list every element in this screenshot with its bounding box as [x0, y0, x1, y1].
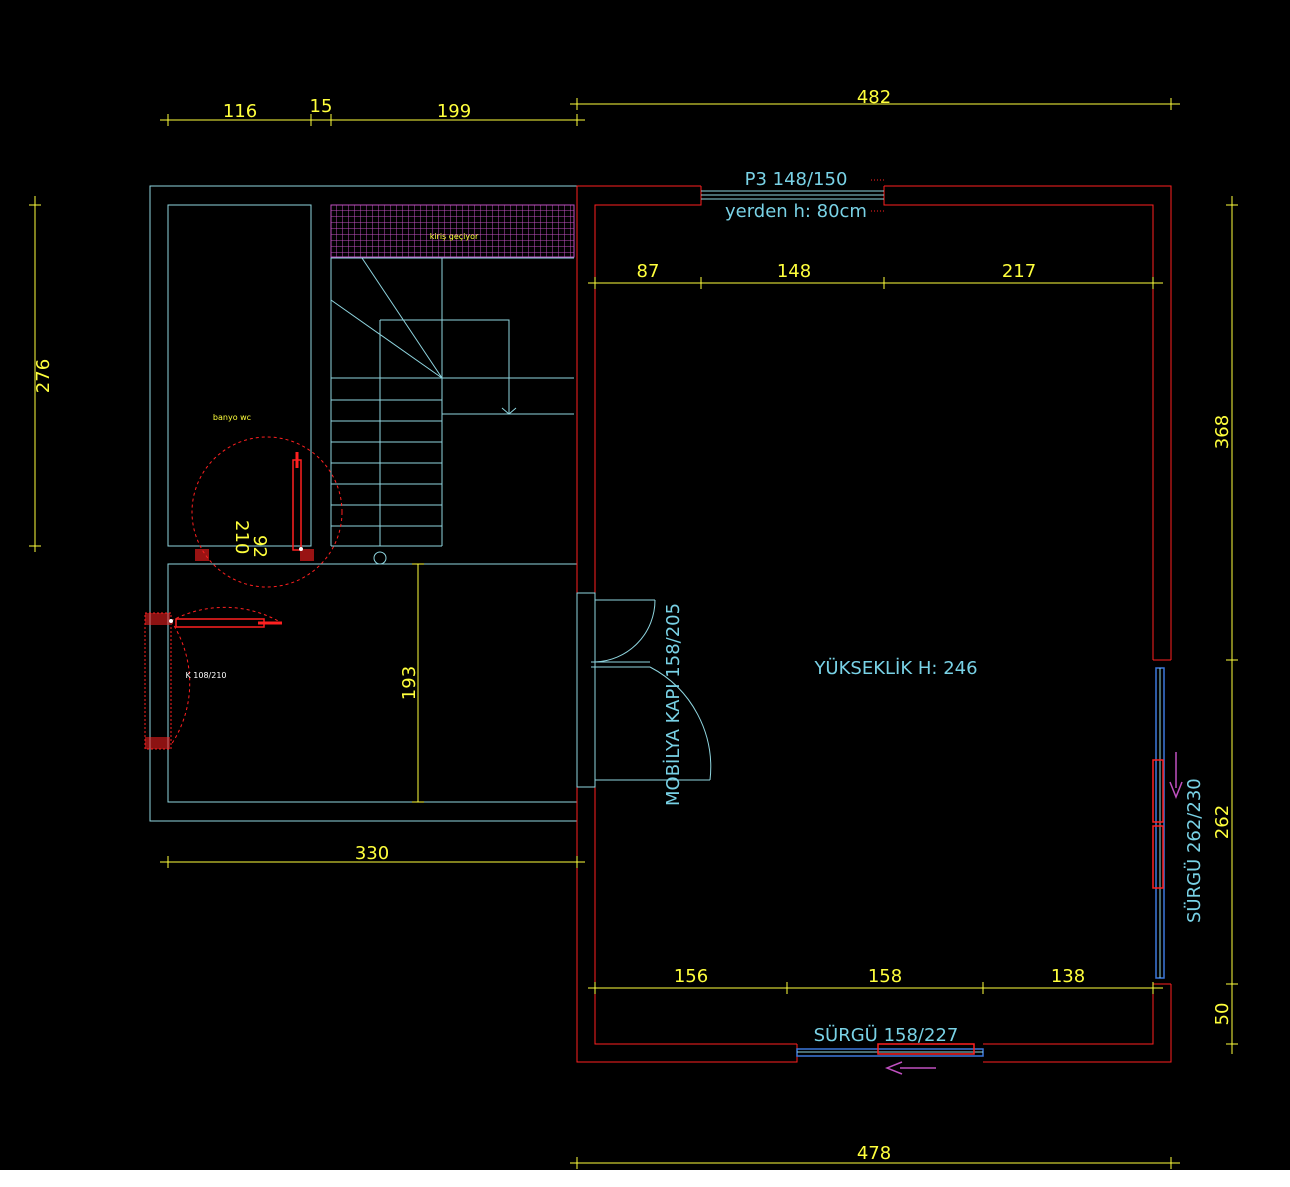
window-p3-label: P3 148/150	[745, 169, 848, 190]
left-block-walls	[149, 185, 578, 822]
window-p3	[701, 179, 884, 212]
beam-hatch	[330, 204, 575, 258]
dim-hall-193: 193	[399, 666, 420, 700]
dim-bottom-330: 330	[355, 843, 389, 864]
slider-bottom	[796, 1043, 984, 1075]
dim-right-368: 368	[1212, 415, 1233, 449]
dim-inner-top-148: 148	[777, 261, 811, 282]
dim-top-116: 116	[223, 101, 257, 122]
entry-door	[144, 606, 282, 750]
bathroom-label: banyo wc	[213, 413, 251, 422]
slider-bottom-label: SÜRGÜ 158/227	[814, 1024, 959, 1046]
dimension-lines	[29, 98, 1238, 1169]
slider-right	[1152, 667, 1183, 979]
bathroom-door	[191, 436, 343, 588]
dim-top-199: 199	[437, 101, 471, 122]
entry-door-label: K 108/210	[185, 671, 226, 680]
bath-door-dim-92: 92	[249, 535, 270, 558]
beam-label: kiriş geçiyor	[430, 232, 479, 241]
dim-right-262: 262	[1212, 805, 1233, 839]
dim-inner-bottom-138: 138	[1051, 966, 1085, 987]
bottom-strip	[0, 1170, 1290, 1187]
stair	[330, 257, 574, 565]
dim-left-276: 276	[33, 359, 54, 393]
window-sill-label: yerden h: 80cm	[725, 201, 867, 222]
dim-inner-bottom-156: 156	[674, 966, 708, 987]
dim-top-482: 482	[857, 87, 891, 108]
bath-door-dim-210: 210	[231, 520, 252, 554]
dim-bottom-478: 478	[857, 1143, 891, 1164]
dim-inner-bottom-158: 158	[868, 966, 902, 987]
slider-right-label: SÜRGÜ 262/230	[1183, 778, 1205, 923]
dim-right-50: 50	[1212, 1003, 1233, 1026]
dim-top-15: 15	[310, 96, 333, 117]
dim-inner-top-217: 217	[1002, 261, 1036, 282]
dim-inner-top-87: 87	[637, 261, 660, 282]
furniture-door	[576, 592, 712, 788]
height-label: YÜKSEKLİK H: 246	[813, 657, 977, 679]
furniture-door-label: MOBİLYA KAPI 158/205	[663, 603, 684, 806]
